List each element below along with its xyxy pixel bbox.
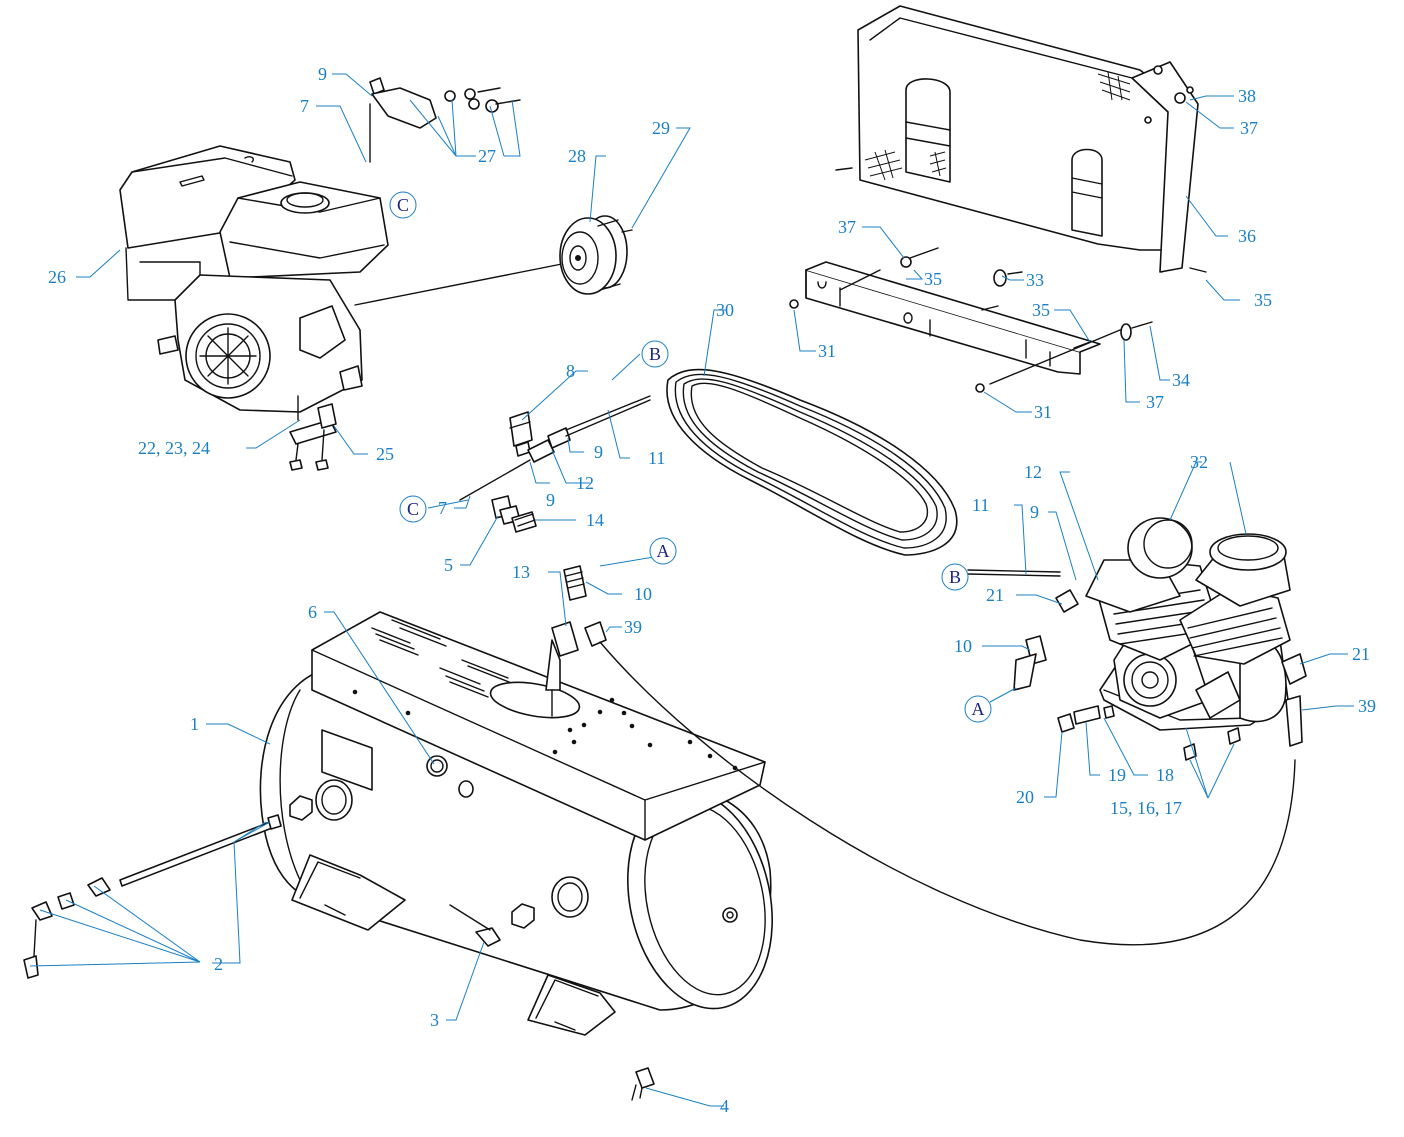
connector-a-pump: A: [964, 695, 992, 723]
callout-37-left: 37: [838, 217, 856, 237]
callout-12-mid: 12: [576, 473, 594, 493]
callout-21-pump-left: 21: [986, 585, 1004, 605]
svg-text:C: C: [407, 499, 419, 519]
callout-25: 25: [376, 444, 394, 464]
connector-c-engine: C: [389, 191, 417, 219]
engine-pulley: [559, 215, 633, 295]
callout-9-mid-top: 9: [594, 442, 603, 462]
callout-33: 33: [1026, 270, 1044, 290]
callout-13: 13: [512, 562, 530, 582]
callout-31-right: 31: [1034, 402, 1052, 422]
callout-9-engine: 9: [318, 64, 327, 84]
callout-35-mid: 35: [1032, 300, 1050, 320]
callout-26: 26: [48, 267, 66, 287]
compressor-pump: [967, 517, 1307, 761]
callout-29: 29: [652, 118, 670, 138]
callout-36: 36: [1238, 226, 1256, 246]
callout-34: 34: [1172, 370, 1190, 390]
callout-37-bottom: 37: [1146, 392, 1164, 412]
guard-bracket: [789, 247, 1153, 393]
belt-guard: [835, 5, 1207, 273]
svg-text:A: A: [657, 541, 670, 561]
callout-31-left: 31: [818, 341, 836, 361]
callout-9-mid-bottom: 9: [546, 490, 555, 510]
callout-37-top: 37: [1240, 118, 1258, 138]
drain-valve: [631, 1067, 655, 1101]
callout-21-pump-right: 21: [1352, 644, 1370, 664]
callout-22-23-24: 22, 23, 24: [138, 438, 210, 458]
callout-38: 38: [1238, 86, 1256, 106]
callout-2: 2: [214, 954, 223, 974]
v-belt: [666, 368, 958, 556]
callout-11-pump: 11: [972, 495, 989, 515]
callout-20: 20: [1016, 787, 1034, 807]
throttle-linkage: [369, 77, 521, 163]
callout-35-left: 35: [924, 269, 942, 289]
connector-bubbles: A A B B C C: [389, 191, 992, 723]
discharge-hose: [599, 641, 1296, 946]
callout-28: 28: [568, 146, 586, 166]
callout-10-pump: 10: [954, 636, 972, 656]
callout-7-mid: 7: [438, 498, 447, 518]
tank-fittings: [545, 565, 607, 717]
callout-32: 32: [1190, 452, 1208, 472]
callout-27: 27: [478, 146, 496, 166]
callout-18: 18: [1156, 765, 1174, 785]
svg-text:C: C: [397, 195, 409, 215]
callout-19: 19: [1108, 765, 1126, 785]
connector-b-top: B: [641, 340, 669, 368]
callout-7-engine: 7: [300, 96, 309, 116]
callout-3: 3: [430, 1010, 439, 1030]
callout-11-mid: 11: [648, 448, 665, 468]
unloader-assembly: [459, 395, 651, 533]
svg-text:A: A: [972, 699, 985, 719]
callout-14: 14: [586, 510, 604, 530]
engine: [119, 145, 573, 471]
callout-15-16-17: 15, 16, 17: [1110, 798, 1182, 818]
drain-tube-assembly: [23, 814, 282, 979]
callout-35-right: 35: [1254, 290, 1272, 310]
callout-39-tank: 39: [624, 617, 642, 637]
air-tank: [259, 611, 773, 1036]
connector-c-mid: C: [399, 495, 427, 523]
callout-9-pump: 9: [1030, 502, 1039, 522]
callout-30: 30: [716, 300, 734, 320]
callout-5: 5: [444, 555, 453, 575]
callout-39-pump: 39: [1358, 696, 1376, 716]
connector-b-pump: B: [941, 563, 969, 591]
callout-numbers: 1 2 3 4 5 6 7 7 8 9 9 9 9 10 10 11 11 12…: [48, 64, 1376, 1116]
callout-10-tank: 10: [634, 584, 652, 604]
svg-text:B: B: [949, 567, 961, 587]
callout-12-pump: 12: [1024, 462, 1042, 482]
connector-a-top: A: [649, 537, 677, 565]
callout-1: 1: [190, 714, 199, 734]
callout-6: 6: [308, 602, 317, 622]
svg-text:B: B: [649, 344, 661, 364]
callout-4: 4: [720, 1096, 729, 1116]
callout-8: 8: [566, 361, 575, 381]
callout-leaders: [29, 73, 1354, 1107]
